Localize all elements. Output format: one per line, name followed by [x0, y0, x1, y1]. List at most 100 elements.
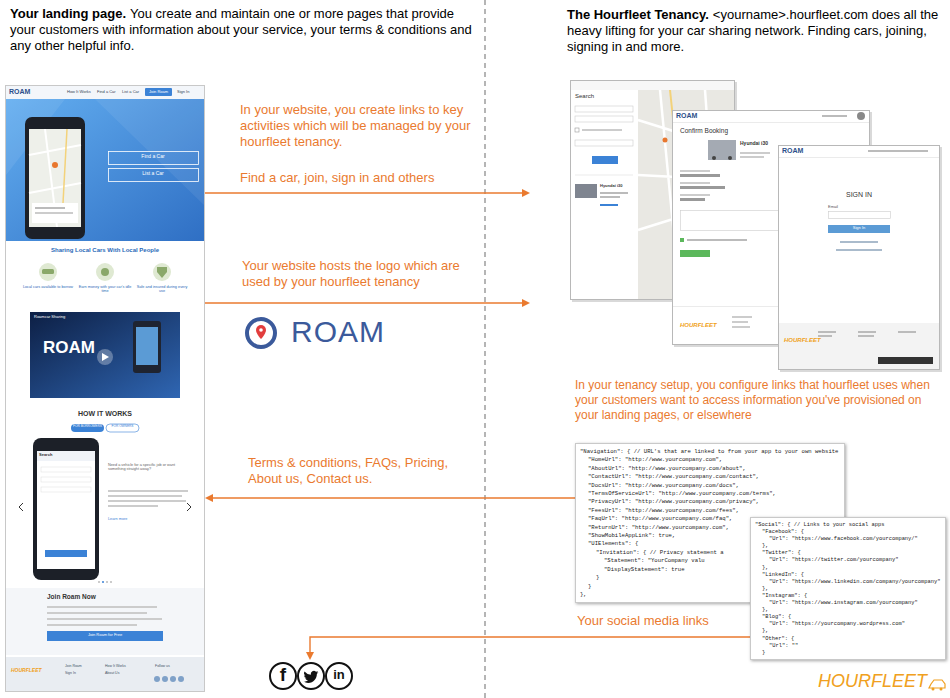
website-art-rect [30, 312, 180, 398]
booking-screenshot-art-rect [680, 182, 710, 184]
website-art-rect [33, 438, 99, 580]
search-screenshot-art-rect [592, 156, 618, 164]
code-line: "LinkedIn": { [755, 572, 804, 579]
website-art-polyline [187, 503, 191, 511]
screen-text: Confirm Booking [680, 127, 728, 134]
code-line: }, [755, 565, 768, 572]
signin-screenshot-art-rect [829, 212, 891, 219]
website-art-path [63, 129, 67, 203]
social-icon-circles-path [304, 671, 319, 683]
screen-text: Earn money with your car's idle time [78, 285, 132, 294]
website-art-rect [6, 86, 205, 692]
code-line: "Navigation": { // URL's that are linked… [580, 448, 838, 456]
website-art-circle [153, 263, 171, 281]
code-line: "ReturnUrl": "http://www.yourcompany.com… [580, 524, 729, 532]
code-line: "Other": { [755, 636, 794, 643]
screen-text: SIGN IN [778, 191, 940, 199]
screen-text: ROAM [43, 338, 95, 358]
logo-pin [247, 319, 275, 347]
website-art-rect [108, 505, 158, 507]
social-icon-circles-circle [270, 663, 296, 689]
logo-pin-circle [247, 319, 275, 347]
website-art-rect [47, 612, 147, 614]
search-screenshot-art-line [575, 175, 633, 176]
arrow-head [522, 299, 530, 307]
website-art-polygon [102, 353, 109, 361]
signin-screenshot-art-rect [868, 150, 928, 152]
website-art-rect [29, 129, 81, 227]
website-art-rect [32, 203, 78, 223]
website-art-rect [41, 477, 91, 482]
website-art-path [29, 129, 81, 227]
code-line: "ContactUrl": "http://www.yourcompany.co… [580, 473, 759, 481]
code-line: "Url": "https://twitter.com/yourcompany" [755, 557, 898, 564]
arrow-head [522, 189, 530, 197]
search-screenshot-art-rect [575, 184, 597, 198]
connector [205, 189, 530, 197]
code-line: }, [580, 591, 587, 599]
hourfleet-car-icon-path [929, 680, 945, 688]
search-screenshot-art-rect [571, 81, 734, 90]
screen-text: Search [39, 453, 52, 458]
signin-screenshot-art-rect [840, 241, 878, 243]
booking-screenshot-art-rect [732, 316, 752, 318]
screen-text: Learn more [108, 517, 127, 521]
screen-text: ROAM [9, 88, 30, 96]
code-line: "UIElements": { [580, 540, 638, 548]
code-line: "HomeUrl": "http://www.yourcompany.com", [580, 456, 722, 464]
code-line: "Instagram": { [755, 593, 807, 600]
website-art-circle [154, 676, 160, 682]
website-art-rect [108, 495, 182, 497]
website-art [6, 86, 205, 692]
search-screenshot-art-circle [663, 138, 668, 143]
screen-text: FOR OWNERS [106, 425, 139, 429]
website-art-circle [101, 268, 109, 276]
code-line: } [755, 650, 765, 657]
logo-pin-circle [259, 328, 263, 332]
website-art-circle [98, 581, 100, 583]
website-art-circle [170, 676, 176, 682]
code-line: "FaqUrl": "http://www.yourcompany.com/fa… [580, 515, 732, 523]
website-art-rect [108, 490, 188, 492]
hourfleet-car-icon-circle [932, 688, 935, 691]
screen-text: Search [575, 93, 594, 100]
screen-text: ROAM [676, 112, 697, 120]
screen-text: About Us [105, 671, 119, 675]
screen-text: Local cars available to borrow [21, 285, 75, 289]
website-art-rect [47, 606, 157, 608]
website-art-rect [106, 424, 139, 432]
header-text: The Hourfleet Tenancy.<yourname>.hourfle… [567, 7, 942, 55]
screen-text: Roamcar Sharing [34, 315, 65, 320]
screen-text: in [326, 668, 352, 683]
connector-label: Terms & conditions, FAQs, Pricing, About… [248, 455, 480, 487]
screen-text: Email [828, 205, 838, 210]
social-icon-circles-circle [326, 663, 352, 689]
code-line: "FeesUrl": "http://www.yourcompany.com/f… [580, 507, 739, 515]
website-art-rect [6, 99, 204, 241]
screen-text: FOR BORROWERS [71, 425, 104, 429]
website-art-rect [136, 327, 158, 365]
booking-screenshot-art-rect [680, 194, 710, 196]
screen-text: Join Roam Now [47, 593, 96, 600]
website-art-circle [162, 676, 168, 682]
social-icon-circles [270, 663, 352, 689]
website-art-rect [41, 487, 91, 492]
booking-screenshot-art-rect [740, 156, 764, 158]
website-art-polygon [157, 267, 167, 278]
code-line: "Twitter": { [755, 550, 801, 557]
screen-text: How It Works [105, 664, 126, 668]
connector-label: Your social media links [577, 613, 747, 629]
signin-screenshot-art-rect [779, 323, 939, 369]
screen-text: Join Roam [145, 90, 172, 95]
website-art-rect [35, 207, 65, 209]
landing-header: Your landing page.You create and maintai… [10, 6, 480, 54]
website-art-polygon [95, 99, 204, 205]
code-line: "DocsUrl": "http://www.yourcompany.com/d… [580, 482, 739, 490]
screen-text: ROAM [291, 315, 385, 350]
hourfleet-car-icon-circle [940, 688, 943, 691]
booking-screenshot-art-circle [728, 156, 732, 160]
screen-text: Follow us [155, 664, 170, 668]
search-screenshot-art-rect [600, 192, 628, 194]
website-screenshot: ROAMHow It WorksFind a CarList a CarJoin… [5, 85, 205, 692]
screen-text: List a Car [108, 171, 198, 177]
